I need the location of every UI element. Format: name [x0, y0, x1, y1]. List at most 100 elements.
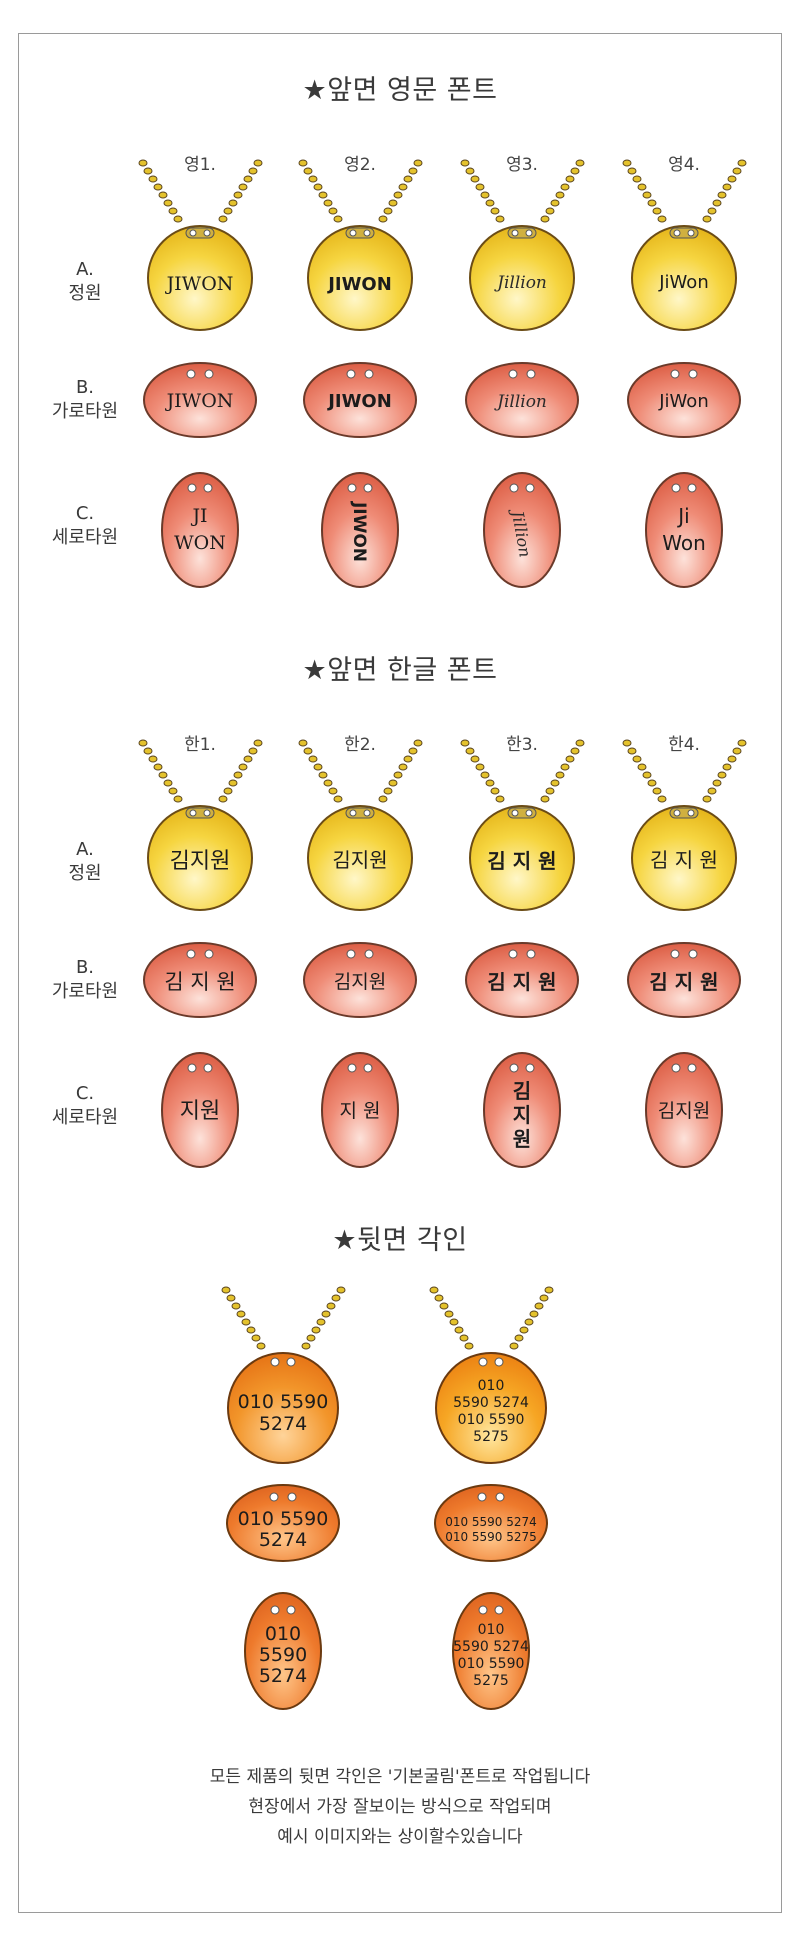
tag-text: JIWON: [326, 391, 392, 412]
row-label-horizontal-oval: B. 가로타원: [30, 956, 140, 1004]
horizontal-oval-tag: [434, 1484, 548, 1562]
tag-text: 5274: [259, 1529, 307, 1551]
tag-text: 김 지 원: [649, 970, 718, 994]
tag-text: JIWON: [165, 273, 234, 295]
row-name: 정원: [68, 863, 102, 884]
horizontal-oval-tag: [303, 942, 417, 1018]
vertical-oval-tag: [645, 472, 723, 588]
round-tag: [469, 805, 575, 911]
tag-text: 010 5590: [238, 1508, 329, 1530]
row-code: A.: [76, 259, 94, 280]
column-label: 한1.: [184, 735, 216, 755]
column-label: 한4.: [668, 735, 700, 755]
row-code: A.: [76, 839, 94, 860]
row-label-round: A. 정원: [30, 838, 140, 886]
horizontal-oval-tag: [143, 362, 257, 438]
row-code: B.: [75, 377, 95, 398]
round-tag: [307, 805, 413, 911]
vertical-oval-tag: [645, 1052, 723, 1168]
round-tag: [469, 225, 575, 331]
tag-text: 김지원: [658, 1100, 710, 1122]
tag-text: 김지원: [170, 849, 231, 874]
back-vert-tags: [244, 1592, 530, 1710]
round-tag: [147, 225, 253, 331]
vertical-oval-tag: [483, 1052, 561, 1168]
eng-round-tags: [147, 225, 737, 331]
tag-text: 김: [513, 1079, 531, 1103]
row-name: 세로타원: [51, 527, 119, 548]
tag-text: JIWON: [349, 501, 369, 562]
tag-text: 김 지 원: [487, 970, 556, 994]
tag-text: Won: [662, 531, 706, 555]
tag-text: 지: [513, 1103, 531, 1127]
row-name: 정원: [68, 283, 102, 304]
tag-text: 김 지 원: [164, 970, 235, 994]
vertical-oval-tag: [244, 1592, 322, 1710]
horizontal-oval-tag: [143, 942, 257, 1018]
tag-text: 010 5590: [238, 1391, 329, 1413]
tag-text: 원: [513, 1127, 531, 1151]
kor-vert-tags: [161, 1052, 723, 1168]
section-title-back: ★뒷면 각인: [332, 1225, 468, 1256]
vertical-oval-tag: [321, 472, 399, 588]
footer-line: 예시 이미지와는 상이할수있습니다: [277, 1827, 523, 1847]
column-label: 영3.: [506, 155, 538, 175]
row-code: C.: [75, 1083, 95, 1104]
round-tag: [227, 1352, 339, 1464]
row-code: C.: [75, 503, 95, 524]
round-tag: [631, 805, 737, 911]
tag-text: JIWON: [326, 274, 392, 295]
tag-text: 김지원: [334, 971, 386, 993]
vertical-oval-tag: [452, 1592, 530, 1710]
tag-text: 5275: [473, 1673, 509, 1689]
row-label-vertical-oval: C. 세로타원: [30, 1082, 140, 1130]
column-label: 영1.: [184, 155, 216, 175]
column-label: 한3.: [506, 735, 538, 755]
row-name: 세로타원: [51, 1107, 119, 1128]
tag-text: 010: [478, 1622, 505, 1638]
row-label-horizontal-oval: B. 가로타원: [30, 376, 140, 424]
back-horiz-tags: [226, 1484, 548, 1562]
tag-text: JiWon: [658, 391, 708, 412]
tag-text: 지 원: [340, 1100, 381, 1122]
tag-text: 김 지 원: [487, 849, 556, 873]
tag-text: 지원: [180, 1099, 220, 1124]
tag-text: 5590 5274: [453, 1395, 529, 1411]
section-title-korean: ★앞면 한글 폰트: [302, 655, 498, 686]
tag-text: JiWon: [658, 272, 708, 293]
tag-text: 010 5590 5274: [445, 1515, 537, 1529]
horizontal-oval-tag: [465, 942, 579, 1018]
tag-text: 5590 5274: [453, 1639, 529, 1655]
tag-text: 5275: [473, 1429, 509, 1445]
vertical-oval-tag: [321, 1052, 399, 1168]
column-label: 한2.: [344, 735, 376, 755]
tag-text: JI: [190, 505, 207, 527]
tag-text: 010: [478, 1378, 505, 1394]
tag-text: Ji: [676, 504, 689, 528]
necklace-chains-back: [221, 1286, 554, 1350]
kor-round-tags: [147, 805, 737, 911]
vertical-oval-tag: [161, 472, 239, 588]
horizontal-oval-tag: [303, 362, 417, 438]
chain-right: [218, 159, 263, 223]
kor-horiz-tags: [143, 942, 741, 1018]
column-label: 영4.: [668, 155, 700, 175]
row-name: 가로타원: [51, 401, 119, 422]
section-title-english: ★앞면 영문 폰트: [302, 75, 498, 106]
row-name: 가로타원: [51, 981, 119, 1002]
horizontal-oval-tag: [226, 1484, 340, 1562]
footer-line: 현장에서 가장 잘보이는 방식으로 작업되며: [248, 1797, 552, 1817]
round-tag: [147, 805, 253, 911]
vertical-oval-tag: [483, 472, 561, 588]
row-label-vertical-oval: C. 세로타원: [30, 502, 140, 550]
content-frame: [18, 33, 782, 1913]
tag-text: 5274: [259, 1413, 307, 1435]
tag-text: Jillion: [494, 273, 547, 293]
tag-text: 김 지 원: [650, 848, 718, 872]
round-tag: [307, 225, 413, 331]
eng-vert-tags: [161, 472, 723, 588]
tag-text: 김지원: [332, 848, 387, 872]
tag-text: 010 5590: [458, 1412, 525, 1428]
row-code: B.: [75, 957, 95, 978]
